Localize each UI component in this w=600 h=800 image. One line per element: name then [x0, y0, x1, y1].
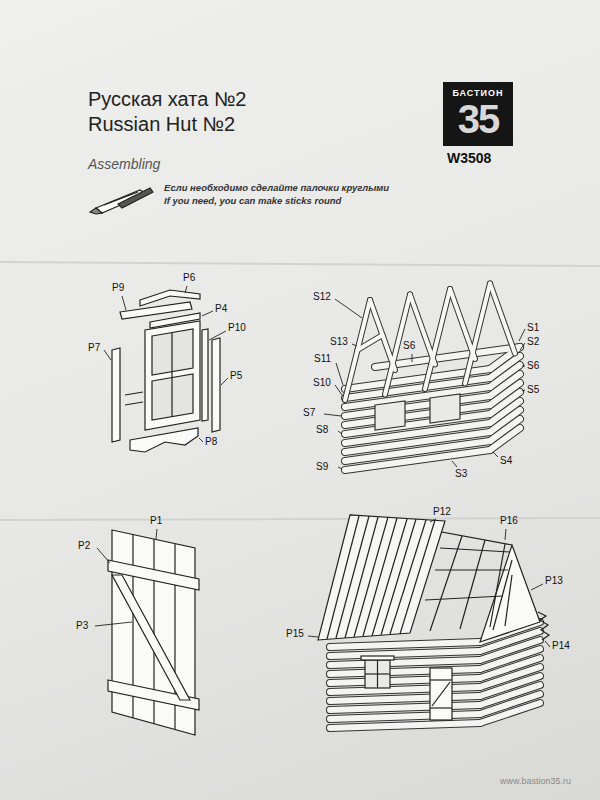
- note: If you need, you can make sticks round: [164, 196, 341, 207]
- callout-number: S10: [313, 377, 331, 389]
- logo-box: БАСТИОН35: [443, 82, 513, 146]
- callout-number: P14: [552, 640, 570, 652]
- callout-number: S6: [527, 360, 539, 372]
- callout-number: P15: [286, 628, 304, 640]
- door: [108, 530, 199, 735]
- subtitle: Russian Hut №2: [88, 113, 235, 136]
- callout-number: P5: [230, 370, 242, 382]
- callout-number: P3: [76, 620, 88, 632]
- paper-folds: [0, 262, 600, 520]
- logo-text: 35: [458, 99, 499, 139]
- logo-text: БАСТИОН: [452, 89, 503, 99]
- callout-number: P2: [78, 540, 90, 552]
- callout-number: P13: [545, 575, 563, 587]
- callout-number: S4: [500, 455, 512, 467]
- callout-number: S12: [313, 291, 331, 303]
- callout-number: P4: [215, 303, 227, 315]
- callout-number: P12: [433, 506, 451, 518]
- product-code: W3508: [447, 150, 491, 166]
- section-heading: Assembling: [88, 156, 160, 172]
- callout-number: P7: [88, 342, 100, 354]
- title: Русская хата №2: [88, 88, 246, 111]
- callout-number: P8: [205, 436, 217, 448]
- callout-number: S5: [527, 384, 539, 396]
- leader-lines: [95, 286, 550, 647]
- website: www.bastion35.ru: [500, 776, 571, 786]
- note: Если необходимо сделайте палочки круглым…: [164, 183, 389, 194]
- callout-number: S8: [316, 424, 328, 436]
- window-exploded-view: [112, 290, 220, 452]
- callout-number: P9: [112, 282, 124, 294]
- callout-number: P10: [228, 322, 246, 334]
- callout-number: S7: [303, 407, 315, 419]
- callout-number: S3: [455, 468, 467, 480]
- callout-number: S9: [316, 461, 328, 473]
- callout-number: S13: [330, 336, 348, 348]
- callout-number: P1: [150, 515, 162, 527]
- callout-number: P16: [500, 515, 518, 527]
- finished-hut: [318, 515, 549, 728]
- stick-icon: [90, 188, 153, 214]
- callout-number: S1: [527, 322, 539, 334]
- log-frame: [345, 284, 520, 471]
- callout-number: P6: [183, 272, 195, 284]
- callout-number: S11: [314, 353, 331, 365]
- callout-number: S6: [403, 340, 415, 352]
- callout-number: S2: [527, 336, 539, 348]
